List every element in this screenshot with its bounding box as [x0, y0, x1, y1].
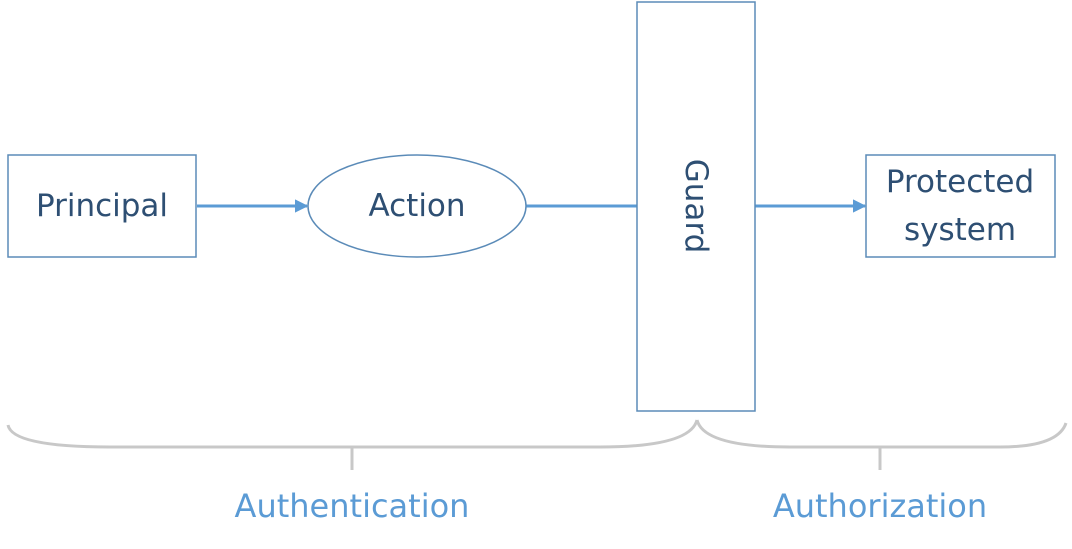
authorization-brace-curve [695, 419, 1068, 449]
authorization-brace: Authorization [695, 419, 1068, 525]
principal-box [7, 154, 197, 258]
authentication-brace-curve [6, 419, 699, 449]
action-ellipse [307, 154, 527, 258]
protected-system-label-line2: system [904, 212, 1016, 248]
principal-label: Principal [36, 188, 168, 224]
action-node: Action [307, 154, 527, 258]
protected-system-box [865, 154, 1056, 258]
guard-label: Guard [678, 159, 714, 254]
authentication-label: Authentication [235, 487, 470, 525]
protected-system-label-line1: Protected [886, 164, 1034, 200]
authentication-brace: Authentication [6, 419, 699, 525]
authorization-label: Authorization [773, 487, 987, 525]
principal-node: Principal [7, 154, 197, 258]
action-label: Action [368, 188, 465, 224]
guard-node: Guard [636, 1, 756, 412]
guard-box [636, 1, 756, 412]
protected-system-node: Protected system [865, 154, 1056, 258]
